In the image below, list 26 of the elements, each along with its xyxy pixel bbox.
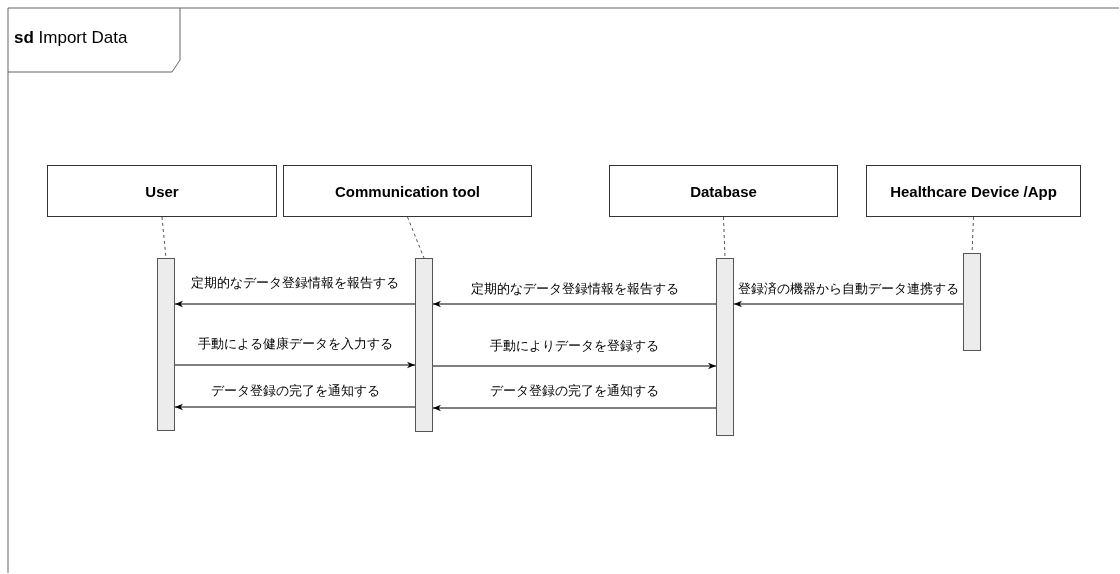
message-arrow [174, 300, 416, 308]
activation-bar [716, 258, 734, 436]
activation-bar [963, 253, 981, 351]
message-arrow [432, 300, 717, 308]
message-arrow [432, 362, 717, 370]
message-arrow [432, 404, 717, 412]
message-label: データ登録の完了を通知する [488, 383, 661, 400]
message-label: 定期的なデータ登録情報を報告する [189, 275, 401, 292]
message-arrow [733, 300, 964, 308]
participant-box: Communication tool [283, 165, 532, 217]
participant-box: Healthcare Device /App [866, 165, 1081, 217]
participant-box: User [47, 165, 277, 217]
message-label: 手動によりデータを登録する [488, 338, 661, 355]
message-arrow [174, 403, 416, 411]
activation-bar [157, 258, 175, 431]
message-arrow [174, 361, 416, 369]
frame-title: sd Import Data [14, 28, 128, 48]
message-label: データ登録の完了を通知する [208, 383, 382, 400]
message-label: 定期的なデータ登録情報を報告する [468, 281, 681, 298]
message-label: 登録済の機器から自動データ連携する [736, 281, 961, 298]
message-label: 手動による健康データを入力する [195, 336, 395, 353]
lifeline [723, 216, 726, 259]
lifeline [161, 216, 167, 259]
participant-box: Database [609, 165, 838, 217]
activation-bar [415, 258, 433, 432]
lifeline [407, 216, 425, 259]
